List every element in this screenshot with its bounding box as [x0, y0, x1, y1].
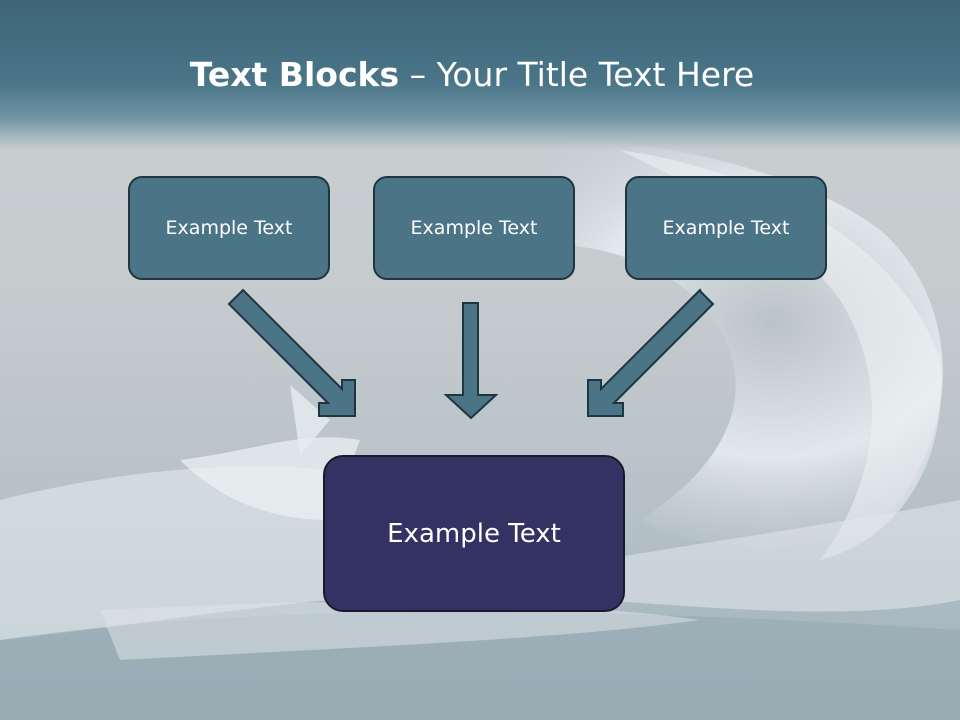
- slide-title-dash: –: [399, 55, 437, 94]
- text-block-2[interactable]: Example Text: [373, 176, 575, 280]
- slide-title-rest: Your Title Text Here: [436, 55, 755, 94]
- text-block-3[interactable]: Example Text: [625, 176, 827, 280]
- text-block-2-label: Example Text: [410, 217, 538, 239]
- text-block-3-label: Example Text: [662, 217, 790, 239]
- slide-title-bold: Text Blocks: [189, 55, 400, 94]
- text-block-1-label: Example Text: [165, 217, 293, 239]
- title-band: [0, 0, 960, 150]
- arrow-down-right-icon: [227, 288, 356, 417]
- arrow-down-icon: [443, 302, 499, 420]
- slide-title: Text Blocks – Your Title Text Here: [0, 52, 944, 98]
- target-text-block-label: Example Text: [387, 518, 561, 549]
- arrow-down-left-icon: [587, 288, 715, 417]
- text-block-1[interactable]: Example Text: [128, 176, 330, 280]
- target-text-block[interactable]: Example Text: [323, 455, 625, 612]
